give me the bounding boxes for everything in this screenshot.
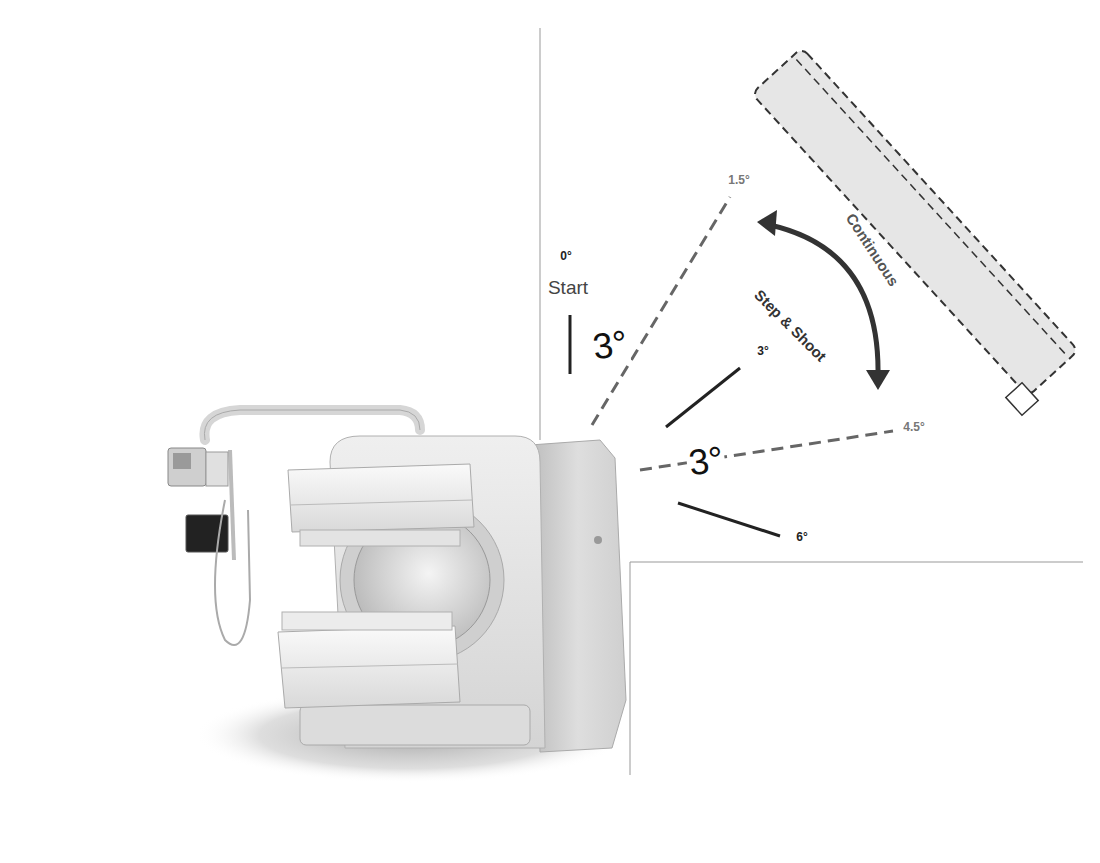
gantry-base <box>300 705 530 745</box>
start-position-line <box>569 315 572 374</box>
detector-band <box>290 500 472 505</box>
cable <box>215 500 250 645</box>
control-panel <box>206 452 228 486</box>
frame-line <box>630 562 1083 563</box>
angle-label: 4.5° <box>901 421 926 434</box>
arm-pole <box>230 450 234 560</box>
lower-detector-top <box>282 612 452 630</box>
frame-line <box>630 562 631 775</box>
upper-detector-collar <box>300 530 460 546</box>
angle-label: 0° <box>558 250 573 263</box>
step-position-line <box>678 503 780 536</box>
step-angle-label: 3° <box>684 439 728 484</box>
detector-inner-line <box>796 59 1066 354</box>
arrow-head <box>866 370 890 390</box>
dashed-angle-line <box>640 431 893 470</box>
frame-line <box>540 28 541 440</box>
detector-corner-square <box>1006 383 1038 416</box>
gantry-button <box>594 536 602 544</box>
lower-detector <box>278 626 460 708</box>
detector-band <box>282 664 458 668</box>
control-monitor <box>168 448 206 486</box>
step-angle-label: 3° <box>588 323 632 368</box>
angle-label: 1.5° <box>726 174 751 187</box>
start-label: Start <box>546 278 590 299</box>
angle-label: 3° <box>755 345 770 358</box>
step-position-line <box>666 368 740 427</box>
upper-detector <box>288 464 474 532</box>
monitor-screen <box>173 453 191 469</box>
arrow-head <box>757 210 777 236</box>
angle-label: 6° <box>794 531 809 544</box>
